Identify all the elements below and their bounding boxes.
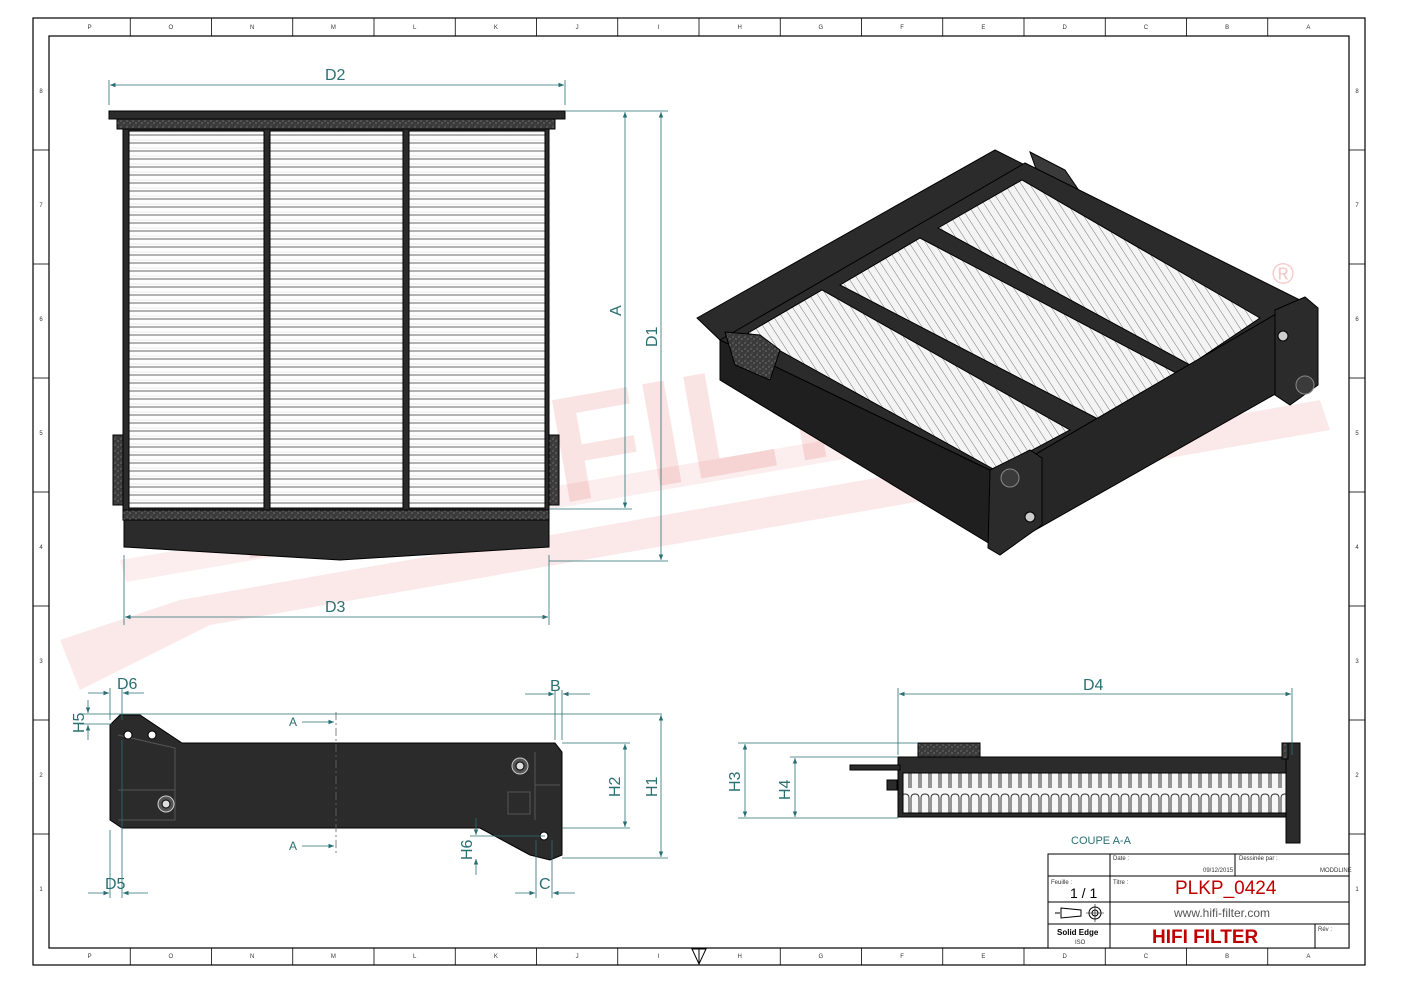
zone-top-C: C [1144, 25, 1149, 31]
zone-left-2: 2 [39, 773, 43, 779]
zone-top-B: B [1225, 25, 1229, 31]
standard-label: ISO [1075, 940, 1086, 946]
zone-left-8: 8 [39, 89, 43, 95]
zone-left-7: 7 [39, 203, 43, 209]
zone-bottom-G: G [819, 954, 824, 960]
zone-right-4: 4 [1355, 545, 1359, 551]
dim-c-label: C [539, 876, 551, 893]
drawn-by-label: Dessinée par : [1239, 856, 1278, 862]
zone-bottom-C: C [1144, 954, 1149, 960]
zone-right-5: 5 [1355, 431, 1359, 437]
side-view [109, 712, 563, 861]
dim-d4-label: D4 [1083, 677, 1104, 694]
orientation-mark-icon [691, 948, 707, 966]
zone-bottom-O: O [169, 954, 174, 960]
zone-top-K: K [494, 25, 498, 31]
zone-top-M: M [331, 25, 336, 31]
zone-right-7: 7 [1355, 203, 1359, 209]
top-view [108, 110, 566, 561]
zone-top-G: G [819, 25, 824, 31]
dim-h1-label: H1 [644, 776, 661, 797]
date-label: Date : [1113, 856, 1129, 862]
zone-right-6: 6 [1355, 317, 1359, 323]
title-label: Titre : [1113, 880, 1128, 886]
zone-top-E: E [981, 25, 985, 31]
zone-bottom-J: J [576, 954, 579, 960]
dim-h3-label: H3 [727, 771, 744, 792]
zone-left-1: 1 [39, 887, 43, 893]
zone-top-O: O [169, 25, 174, 31]
isometric-view [696, 149, 1319, 556]
zone-right-2: 2 [1355, 773, 1359, 779]
section-a-top-label: A [289, 715, 297, 729]
zone-bottom-K: K [494, 954, 498, 960]
zone-top-I: I [658, 25, 660, 31]
drawing-title: PLKP_0424 [1175, 878, 1277, 899]
projection-symbol-icon [1055, 904, 1104, 922]
side-view-dimensions: A A D6 B H5 H2 H1 H6 [71, 676, 668, 898]
zone-bottom-D: D [1062, 954, 1067, 960]
dim-b-label: B [550, 678, 561, 695]
section-view-dimensions: D4 H3 H4 [727, 677, 1293, 819]
registered-mark: ® [1272, 258, 1294, 291]
zone-top-F: F [900, 25, 904, 31]
dim-d2-label: D2 [325, 67, 346, 84]
zone-top-P: P [88, 25, 92, 31]
drawn-by-value: MODDLINE [1320, 868, 1352, 874]
date-value: 09/12/2015 [1203, 868, 1234, 874]
zone-top-D: D [1062, 25, 1067, 31]
zone-markers: P P O O N N M M L L K K J J I I H H G G F F E E D D C C B B A A 8 8 7 7 6 6 5 5… [33, 18, 1365, 965]
dim-h2-label: H2 [607, 776, 624, 797]
dim-h5-label: H5 [71, 712, 88, 733]
dim-d1-label: D1 [644, 326, 661, 347]
zone-right-1: 1 [1355, 887, 1359, 893]
zone-bottom-A: A [1306, 954, 1310, 960]
dim-d5-label: D5 [105, 876, 126, 893]
section-view: COUPE A-A [849, 742, 1301, 847]
dim-d6-label: D6 [117, 676, 138, 693]
revision-label: Rév : [1318, 927, 1332, 933]
title-block: Date : 09/12/2015 Dessinée par : MODDLIN… [1047, 853, 1352, 949]
zone-bottom-P: P [88, 954, 92, 960]
zone-top-J: J [576, 25, 579, 31]
section-caption: COUPE A-A [1071, 835, 1132, 847]
dim-a-label: A [608, 305, 625, 316]
zone-left-5: 5 [39, 431, 43, 437]
zone-right-8: 8 [1355, 89, 1359, 95]
software-name: Solid Edge [1057, 928, 1099, 937]
zone-top-L: L [413, 25, 417, 31]
section-a-bottom-label: A [289, 839, 297, 853]
zone-left-6: 6 [39, 317, 43, 323]
zone-top-H: H [737, 25, 741, 31]
brand-name: HIFI FILTER [1152, 927, 1259, 948]
zone-left-3: 3 [39, 659, 43, 665]
dim-d3-label: D3 [325, 599, 346, 616]
sheet-label: Feuille : [1051, 880, 1072, 886]
top-view-dimensions: D2 A D1 D3 [108, 67, 668, 625]
zone-top-N: N [250, 25, 254, 31]
zone-bottom-E: E [981, 954, 985, 960]
zone-top-A: A [1306, 25, 1310, 31]
zone-bottom-H: H [737, 954, 741, 960]
dim-h6-label: H6 [459, 839, 476, 860]
zone-bottom-B: B [1225, 954, 1229, 960]
zone-bottom-M: M [331, 954, 336, 960]
website-url: www.hifi-filter.com [1173, 906, 1270, 920]
zone-bottom-N: N [250, 954, 254, 960]
zone-right-3: 3 [1355, 659, 1359, 665]
dim-h4-label: H4 [777, 779, 794, 800]
zone-bottom-L: L [413, 954, 417, 960]
zone-bottom-I: I [658, 954, 660, 960]
zone-left-4: 4 [39, 545, 43, 551]
sheet-number: 1 / 1 [1070, 885, 1097, 901]
zone-bottom-F: F [900, 954, 904, 960]
